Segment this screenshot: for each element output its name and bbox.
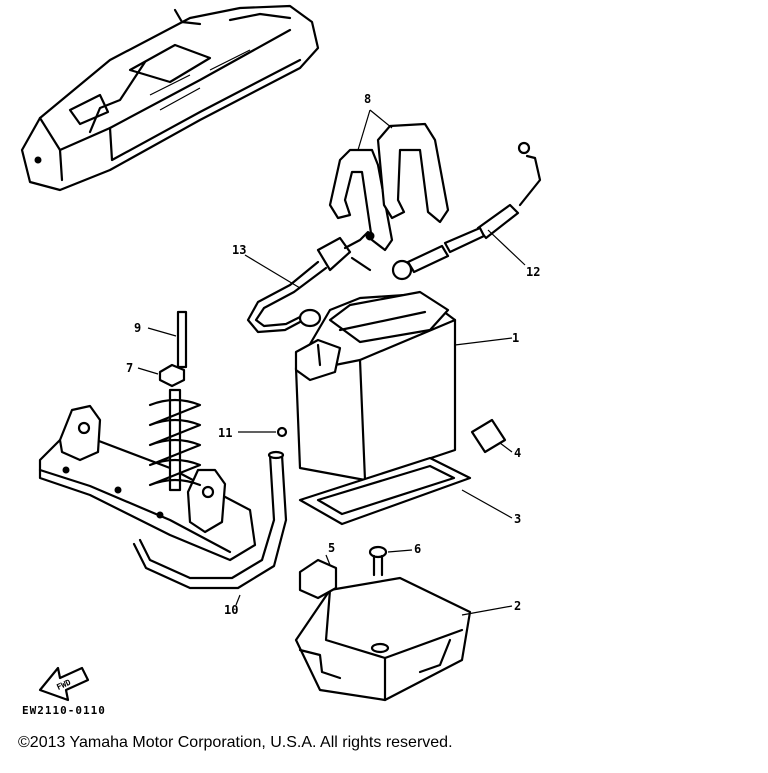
clamp-part-11 bbox=[238, 426, 288, 438]
callout-7: 7 bbox=[126, 361, 133, 375]
callout-10: 10 bbox=[224, 603, 238, 617]
battery-box-part-2 bbox=[294, 576, 513, 702]
callout-2: 2 bbox=[514, 599, 521, 613]
drawing-code: EW2110-0110 bbox=[22, 704, 106, 717]
pin-part-9 bbox=[147, 310, 188, 369]
callout-13: 13 bbox=[232, 243, 246, 257]
callout-3: 3 bbox=[514, 512, 521, 526]
nut-part-7 bbox=[137, 363, 186, 388]
callout-11: 11 bbox=[218, 426, 232, 440]
hose-part-10 bbox=[132, 450, 288, 606]
callout-6: 6 bbox=[414, 542, 421, 556]
callout-9: 9 bbox=[134, 321, 141, 335]
mount-bracket bbox=[38, 404, 257, 562]
spring-coil bbox=[148, 388, 202, 492]
callout-12: 12 bbox=[526, 265, 540, 279]
strap-part-8 bbox=[328, 109, 450, 252]
negative-cable-part-13 bbox=[244, 230, 375, 334]
callout-1: 1 bbox=[512, 331, 519, 345]
pad-part-4 bbox=[470, 418, 513, 454]
battery-mat-part-3 bbox=[298, 456, 513, 526]
callout-8: 8 bbox=[364, 92, 371, 106]
callout-4: 4 bbox=[514, 446, 521, 460]
battery-part-1 bbox=[294, 290, 513, 482]
bolt-part-6 bbox=[368, 545, 413, 577]
relay-part-5 bbox=[298, 554, 338, 600]
forward-arrow-icon: FWD bbox=[38, 666, 90, 702]
callout-5: 5 bbox=[328, 541, 335, 555]
watercraft-illustration bbox=[20, 4, 320, 192]
copyright-notice: ©2013 Yamaha Motor Corporation, U.S.A. A… bbox=[18, 734, 453, 751]
positive-cable-part-12 bbox=[391, 141, 542, 281]
